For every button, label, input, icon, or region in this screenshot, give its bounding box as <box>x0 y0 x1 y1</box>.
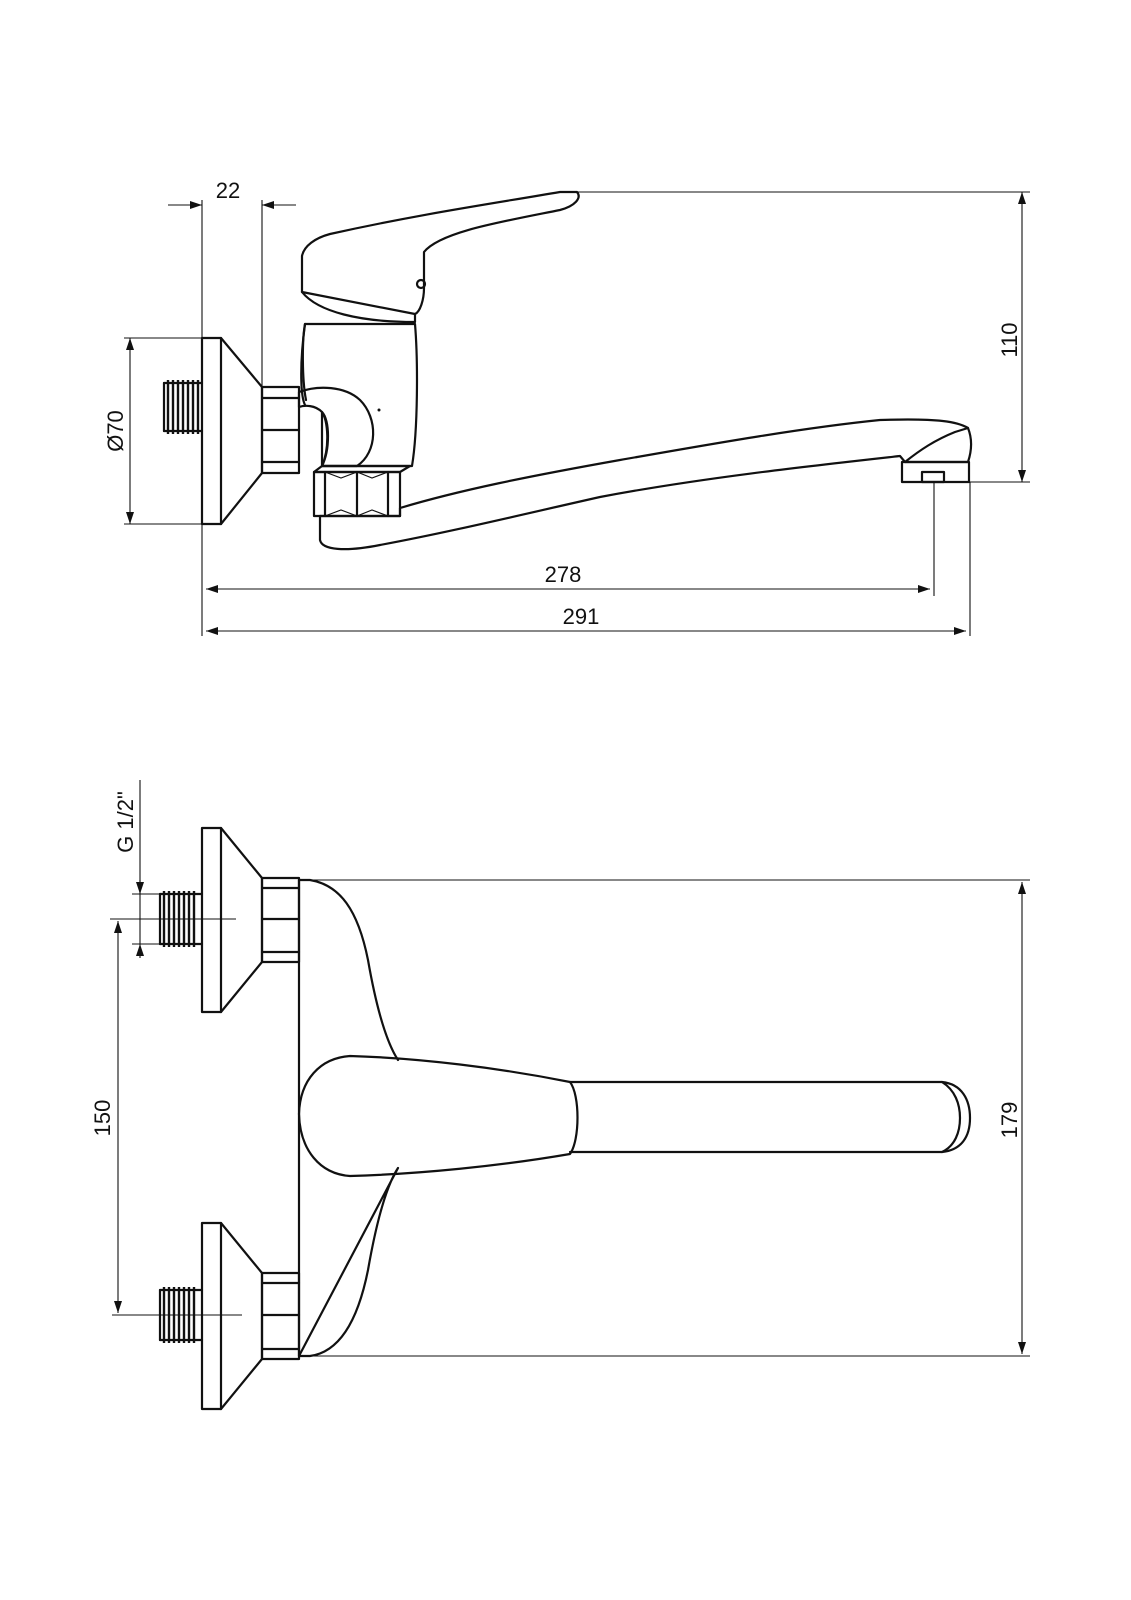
dimension-thread-label: G 1/2" <box>113 791 138 853</box>
top-mixer-body <box>297 878 400 1358</box>
side-lever-handle <box>300 190 580 316</box>
dimension-offset-label: 22 <box>216 178 240 203</box>
dimension-total-length: 291 <box>206 482 971 636</box>
dimension-spacing-label: 150 <box>90 1100 115 1137</box>
side-view: 22 Ø70 110 278 <box>103 178 1030 636</box>
side-threaded-connector <box>162 380 204 434</box>
dimension-offset: 22 <box>168 178 296 387</box>
side-valve-body <box>300 322 419 468</box>
side-elbow <box>297 386 375 468</box>
dimension-spacing: 150 <box>90 918 150 1313</box>
dimension-total-length-label: 291 <box>563 604 600 629</box>
side-aerator <box>900 460 971 484</box>
top-view: G 1/2" 150 179 <box>90 780 1030 1411</box>
dimension-diameter-label: Ø70 <box>103 410 128 452</box>
side-wall-flange <box>200 336 264 526</box>
top-upper-flange <box>150 826 301 1014</box>
dimension-reach-outlet: 278 <box>201 482 935 636</box>
top-lever-handle <box>297 1054 579 1178</box>
dimension-thread: G 1/2" <box>113 780 160 958</box>
dimension-diameter: Ø70 <box>103 337 202 525</box>
dimension-width-label: 179 <box>997 1102 1022 1139</box>
dimension-height: 110 <box>578 191 1030 483</box>
side-lower-nuts <box>312 464 412 518</box>
side-hex-nut <box>260 385 301 475</box>
top-spout <box>568 1080 972 1154</box>
side-spout <box>318 418 973 551</box>
dimension-reach-outlet-label: 278 <box>545 562 582 587</box>
dimension-width: 179 <box>310 879 1030 1357</box>
top-lower-flange <box>112 1221 301 1411</box>
dimension-height-label: 110 <box>997 322 1022 357</box>
